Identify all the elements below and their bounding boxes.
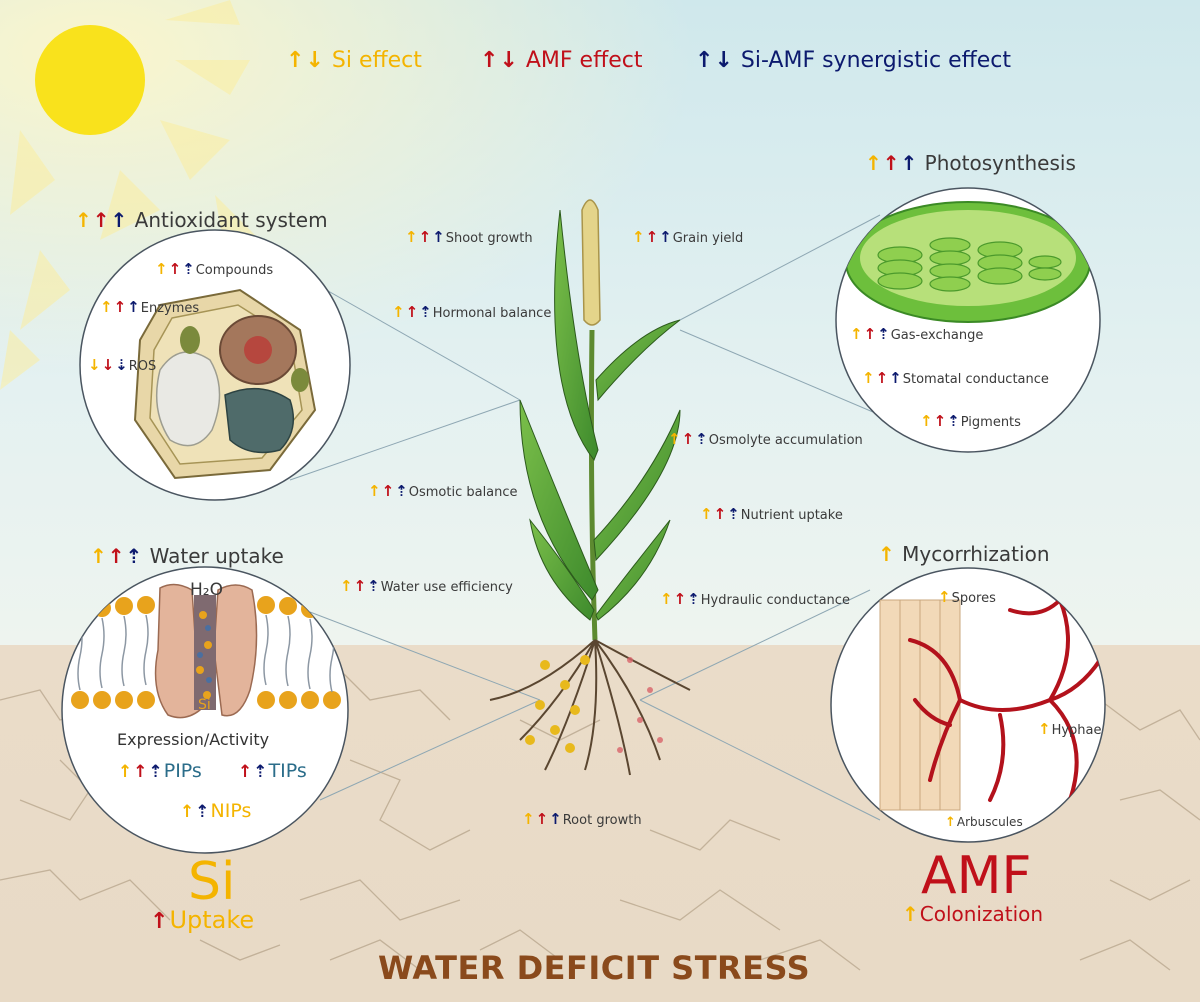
up-arrow-icon: ↑ [480, 48, 499, 73]
legend-synergy: ↑↓ Si-AMF synergistic effect [695, 48, 1012, 73]
plant-cell-illustration [133, 288, 317, 480]
label-enzymes: ↑↑↑Enzymes [100, 298, 200, 316]
mycorrhization-heading: ↑ Mycorrhization [878, 542, 1050, 566]
label-spores: ↑Spores [938, 588, 996, 606]
label-hormonal-balance: ↑↑⇡Hormonal balance [392, 303, 552, 321]
wheat-plant-illustration [489, 199, 691, 776]
label-ros: ↓↓⇣ROS [88, 356, 157, 374]
label-stomatal: ↑↑↑Stomatal conductance [862, 369, 1049, 387]
label-pigments: ↑↑⇡Pigments [920, 412, 1021, 430]
label-root-growth: ↑↑↑Root growth [522, 810, 642, 828]
label-osmotic-balance: ↑↑⇡Osmotic balance [368, 482, 518, 500]
page-title: WATER DEFICIT STRESS [378, 949, 811, 987]
label-hyphae: ↑Hyphae [1038, 720, 1102, 738]
mycorrhiza-illustration [879, 598, 1102, 811]
chloroplast-illustration [845, 201, 1091, 323]
label-pips: ↑↑⇡PIPs [118, 760, 202, 782]
up-arrow-icon: ↑ [286, 48, 305, 73]
label-water-use-efficiency: ↑↑⇡Water use efficiency [340, 577, 513, 595]
label-grain-yield: ↑↑↑Grain yield [632, 228, 744, 246]
connector-lines [289, 214, 881, 821]
up-arrow-icon: ↑ [695, 48, 714, 73]
label-osmolyte: ↑↑⇡Osmolyte accumulation [668, 430, 863, 448]
legend-amf: ↑↓ AMF effect [480, 48, 643, 73]
label-compounds: ↑↑⇡Compounds [155, 260, 274, 278]
photosynthesis-heading: ↑↑↑ Photosynthesis [865, 151, 1076, 175]
si-uptake-label: ↑Uptake [150, 906, 255, 934]
amf-corner-label: AMF [921, 846, 1032, 906]
legend-si: ↑↓ Si effect [286, 48, 422, 73]
label-expression: Expression/Activity [117, 730, 270, 749]
label-gas-exchange: ↑↑⇡Gas-exchange [850, 325, 984, 343]
label-shoot-growth: ↑↑↑Shoot growth [405, 228, 533, 246]
label-arbuscules: ↑Arbuscules [945, 815, 1023, 830]
label-hydraulic: ↑↑⇡Hydraulic conductance [660, 590, 850, 608]
si-corner-label: Si [188, 852, 236, 912]
amf-colonization-label: ↑Colonization [902, 902, 1044, 926]
down-arrow-icon: ↓ [305, 48, 324, 73]
down-arrow-icon: ↓ [499, 48, 518, 73]
antioxidant-heading: ↑↑↑ Antioxidant system [75, 208, 328, 232]
label-h2o: H₂O [190, 580, 223, 600]
soil-cracks [0, 659, 1200, 971]
water-uptake-heading: ↑↑⇡ Water uptake [90, 544, 284, 568]
label-nutrient-uptake: ↑↑⇡Nutrient uptake [700, 505, 843, 523]
label-nips: ↑⇡NIPs [180, 800, 252, 822]
label-tips: ↑⇡TIPs [238, 760, 307, 782]
down-arrow-icon: ↓ [714, 48, 733, 73]
label-si-channel: Si [198, 697, 211, 713]
